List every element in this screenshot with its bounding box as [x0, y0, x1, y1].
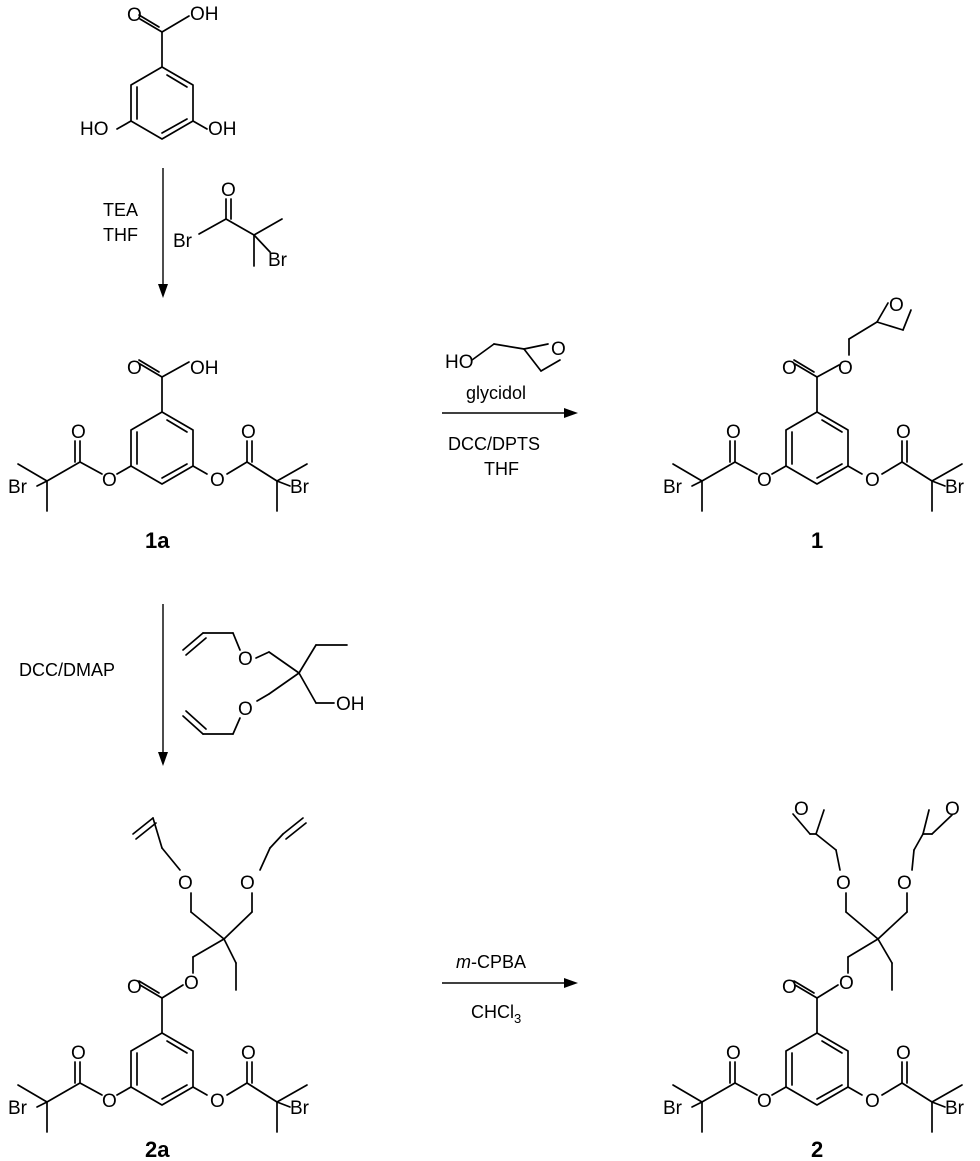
atom-o: O [757, 1091, 772, 1112]
atom-br: Br [173, 231, 193, 252]
atom-oh: OH [190, 4, 219, 25]
atom-o: O [896, 422, 911, 443]
reagent-thf: THF [484, 459, 519, 479]
atom-o: O [127, 977, 142, 998]
atom-o: O [897, 873, 912, 894]
atom-ho: HO [445, 352, 474, 373]
atom-br: Br [8, 477, 28, 498]
atom-o: O [836, 873, 851, 894]
atom-o: O [221, 180, 236, 201]
atom-o: O [127, 5, 142, 26]
atom-o: O [945, 799, 960, 820]
atom-o: O [241, 422, 256, 443]
compound-label-1: 1 [811, 528, 823, 553]
atom-br: Br [290, 477, 310, 498]
atom-o: O [184, 973, 199, 994]
atom-o: O [782, 977, 797, 998]
atom-oh: OH [208, 119, 237, 140]
atom-o: O [71, 1043, 86, 1064]
atom-oh: OH [336, 694, 365, 715]
atom-oh: OH [190, 358, 219, 379]
atom-br: Br [663, 477, 683, 498]
compound-label-2a: 2a [145, 1137, 170, 1161]
atom-ho: HO [80, 119, 109, 140]
atom-o: O [238, 649, 253, 670]
atom-br: Br [290, 1098, 310, 1119]
atom-o: O [794, 799, 809, 820]
atom-br: Br [663, 1098, 683, 1119]
atom-o: O [102, 470, 117, 491]
atom-o: O [102, 1091, 117, 1112]
atom-br: Br [268, 250, 288, 271]
compound-2a-structure: O O O O O O Br O [8, 817, 310, 1133]
atom-o: O [240, 873, 255, 894]
atom-o: O [782, 358, 797, 379]
reagent-glycidol-name: glycidol [466, 383, 526, 403]
compound-1-structure: O O O O O Br O O Br [663, 295, 965, 512]
atom-o: O [178, 873, 193, 894]
atom-o: O [889, 295, 904, 316]
atom-o: O [838, 358, 853, 379]
reagent-glycidol-structure: HO O [445, 339, 566, 373]
reagent-dcc-dmap: DCC/DMAP [19, 660, 115, 680]
atom-o: O [238, 699, 253, 720]
reaction-arrow-step1: TEA THF [103, 168, 168, 298]
reagent-thf: THF [103, 225, 138, 245]
atom-o: O [865, 1091, 880, 1112]
atom-o: O [865, 470, 880, 491]
reagent-bis-allyloxy-butanol: O O OH [182, 632, 365, 735]
atom-o: O [839, 973, 854, 994]
atom-o: O [726, 1043, 741, 1064]
compound-1a-structure: O OH O O Br O O Br [8, 358, 310, 512]
reagent-bromoisobutyryl-bromide: O Br Br [173, 180, 288, 271]
reagent-tea: TEA [103, 200, 138, 220]
compound-2-structure: O O O O O O O O [663, 799, 965, 1133]
atom-o: O [896, 1043, 911, 1064]
reaction-arrow-step4: m-CPBA CHCl3 [442, 952, 578, 1026]
atom-o: O [210, 1091, 225, 1112]
atom-br: Br [8, 1098, 28, 1119]
reaction-arrow-step2: HO O glycidol DCC/DPTS THF [442, 339, 578, 479]
atom-o: O [757, 470, 772, 491]
atom-o: O [210, 470, 225, 491]
reagent-dcc-dpts: DCC/DPTS [448, 434, 540, 454]
atom-o: O [71, 422, 86, 443]
atom-o: O [127, 358, 142, 379]
compound-label-2: 2 [811, 1137, 823, 1161]
reagent-chcl3: CHCl3 [471, 1002, 521, 1026]
compound-label-1a: 1a [145, 528, 170, 553]
atom-o: O [241, 1043, 256, 1064]
atom-br: Br [945, 477, 965, 498]
starting-material-dihydroxybenzoic-acid: O OH HO OH [80, 4, 237, 140]
atom-o: O [551, 339, 566, 360]
reagent-mcpba: m-CPBA [456, 952, 526, 972]
atom-br: Br [945, 1098, 965, 1119]
atom-o: O [726, 422, 741, 443]
reaction-arrow-step3: DCC/DMAP [19, 604, 168, 766]
